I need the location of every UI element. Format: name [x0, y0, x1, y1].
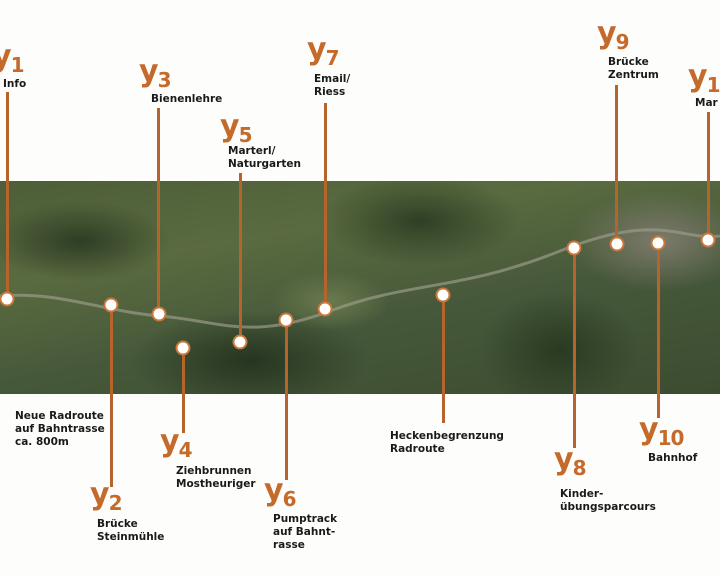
marker-number-3: y3	[139, 54, 171, 92]
marker-dot-7[interactable]	[317, 301, 333, 317]
marker-label-7: Email/ Riess	[314, 73, 351, 98]
connector-line-2	[110, 305, 113, 487]
marker-dot-9[interactable]	[609, 236, 625, 252]
marker-number-11: y11	[688, 59, 720, 97]
marker-dot-1[interactable]	[0, 291, 15, 307]
marker-label-5: Marterl/ Naturgarten	[228, 145, 301, 170]
marker-dot-4[interactable]	[175, 340, 191, 356]
marker-dot-3[interactable]	[151, 306, 167, 322]
marker-number-5: y5	[220, 109, 252, 147]
marker-label-4: Ziehbrunnen Mostheuriger	[176, 465, 256, 490]
connector-line-6	[285, 320, 288, 480]
marker-number-4: y4	[160, 424, 192, 462]
connector-line-1	[6, 92, 9, 299]
marker-number-2: y2	[90, 477, 122, 515]
connector-line-8	[573, 248, 576, 448]
marker-label-1: Info	[3, 78, 27, 90]
marker-number-9: y9	[597, 16, 629, 54]
aerial-map	[0, 181, 720, 394]
marker-dot-5[interactable]	[232, 334, 248, 350]
marker-label-8: Kinder- übungsparcours	[560, 488, 656, 513]
marker-number-10: y10	[639, 412, 684, 450]
note-hecke: Heckenbegrenzung Radroute	[390, 430, 504, 455]
marker-label-3: Bienenlehre	[151, 93, 223, 105]
marker-dot-2[interactable]	[103, 297, 119, 313]
marker-dot-10[interactable]	[650, 235, 666, 251]
connector-line-3	[157, 108, 160, 314]
connector-line-7	[324, 103, 327, 309]
marker-dot-hecke[interactable]	[435, 287, 451, 303]
connector-line-4	[182, 348, 185, 433]
marker-label-2: Brücke Steinmühle	[97, 518, 165, 543]
connector-line-5	[239, 173, 242, 342]
connector-line-hecke	[442, 295, 445, 423]
note-radroute: Neue Radroute auf Bahntrasse ca. 800m	[15, 410, 105, 448]
marker-number-1: y1	[0, 39, 24, 77]
marker-dot-11[interactable]	[700, 232, 716, 248]
marker-dot-8[interactable]	[566, 240, 582, 256]
marker-number-7: y7	[307, 32, 339, 70]
marker-dot-6[interactable]	[278, 312, 294, 328]
connector-line-11	[707, 112, 710, 240]
route-path	[0, 228, 720, 329]
connector-line-9	[615, 85, 618, 244]
marker-number-8: y8	[554, 442, 586, 480]
marker-label-10: Bahnhof	[648, 452, 698, 464]
marker-label-6: Pumptrack auf Bahnt- rasse	[273, 513, 338, 551]
marker-label-9: Brücke Zentrum	[608, 56, 659, 81]
marker-number-6: y6	[264, 473, 296, 511]
connector-line-10	[657, 243, 660, 418]
marker-label-11: Mar	[695, 97, 718, 109]
